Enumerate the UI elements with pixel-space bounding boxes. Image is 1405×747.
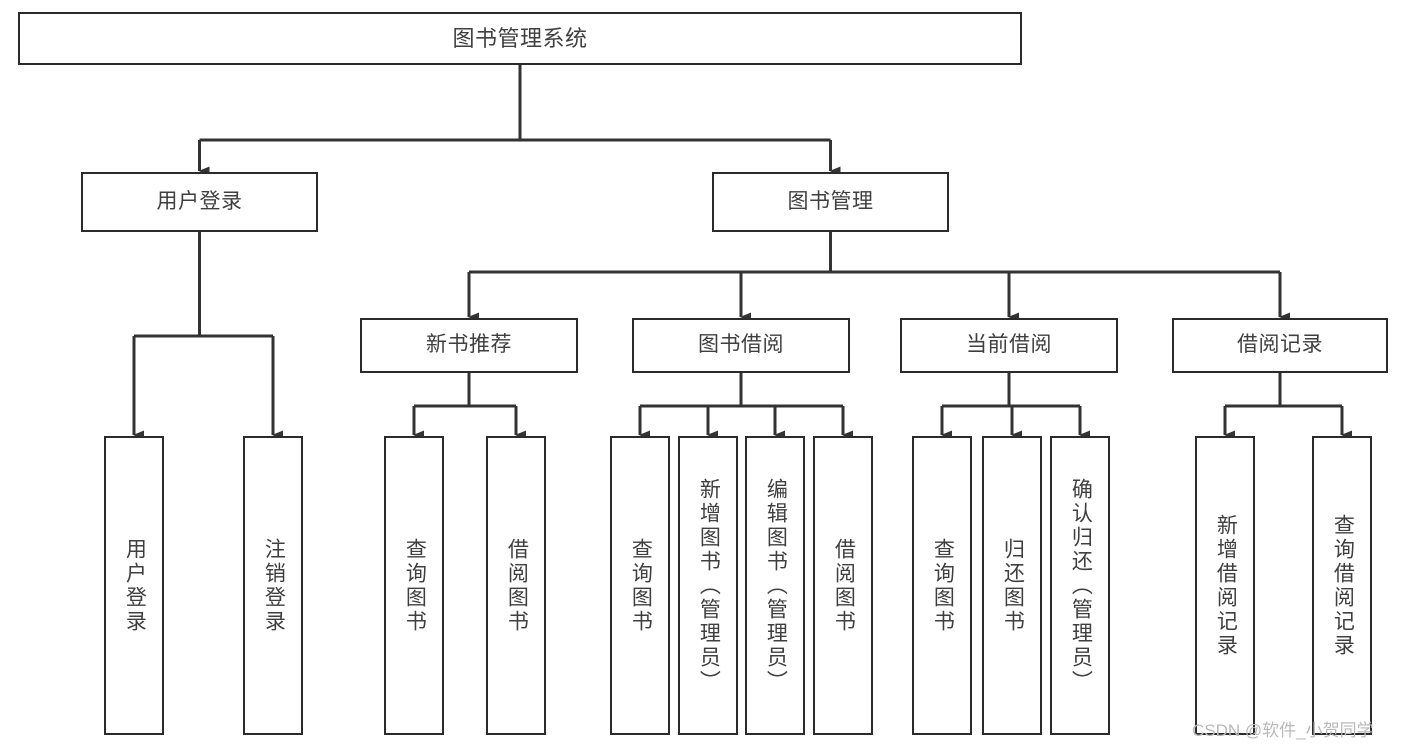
node-label-login: 用户登录 — [156, 189, 243, 213]
node-label-current: 当前借阅 — [966, 333, 1052, 357]
node-root[interactable]: 图书管理系统 — [18, 12, 1022, 65]
node-records[interactable]: 借阅记录 — [1172, 318, 1388, 373]
node-label-l-re-add: 新增借阅记录 — [1214, 513, 1238, 658]
node-label-l-bo-lend: 借阅图书 — [832, 537, 856, 634]
node-l-cu-query[interactable]: 查询图书 — [912, 436, 972, 735]
node-l-cu-return[interactable]: 归还图书 — [982, 436, 1042, 735]
node-l-bo-query[interactable]: 查询图书 — [610, 436, 670, 735]
connector-layer — [132, 65, 1352, 440]
node-l-bo-add[interactable]: 新增图书（管理员） — [678, 436, 738, 735]
node-borrow[interactable]: 图书借阅 — [632, 318, 850, 373]
node-l-bo-edit[interactable]: 编辑图书（管理员） — [745, 436, 805, 735]
node-l-re-add[interactable]: 新增借阅记录 — [1195, 436, 1255, 735]
node-l-nb-query[interactable]: 查询图书 — [384, 436, 444, 735]
node-l-nb-borrow[interactable]: 借阅图书 — [486, 436, 546, 735]
node-current[interactable]: 当前借阅 — [900, 318, 1118, 373]
node-newbook[interactable]: 新书推荐 — [360, 318, 578, 373]
node-label-l-bo-add: 新增图书（管理员） — [697, 477, 721, 694]
node-l-cu-confirm[interactable]: 确认归还（管理员） — [1050, 436, 1110, 735]
node-label-l-nb-borrow: 借阅图书 — [505, 537, 529, 634]
node-l-login[interactable]: 用户登录 — [104, 436, 164, 735]
node-label-l-bo-query: 查询图书 — [629, 537, 653, 634]
node-l-re-query[interactable]: 查询借阅记录 — [1312, 436, 1372, 735]
node-l-bo-lend[interactable]: 借阅图书 — [813, 436, 873, 735]
node-label-l-login: 用户登录 — [123, 537, 147, 634]
node-label-records: 借阅记录 — [1237, 333, 1323, 357]
node-label-bookmgr: 图书管理 — [787, 189, 874, 213]
node-label-l-bo-edit: 编辑图书（管理员） — [764, 477, 788, 694]
node-login[interactable]: 用户登录 — [81, 172, 318, 232]
node-l-logout[interactable]: 注销登录 — [243, 436, 303, 735]
node-label-l-nb-query: 查询图书 — [403, 537, 427, 634]
node-label-borrow: 图书借阅 — [698, 333, 784, 357]
node-label-l-cu-query: 查询图书 — [931, 537, 955, 634]
node-label-root: 图书管理系统 — [452, 25, 588, 51]
node-label-l-re-query: 查询借阅记录 — [1331, 513, 1355, 658]
node-label-l-cu-confirm: 确认归还（管理员） — [1069, 477, 1093, 694]
node-label-l-logout: 注销登录 — [262, 537, 286, 634]
node-label-l-cu-return: 归还图书 — [1001, 537, 1025, 634]
node-label-newbook: 新书推荐 — [426, 333, 512, 357]
node-bookmgr[interactable]: 图书管理 — [712, 172, 949, 232]
